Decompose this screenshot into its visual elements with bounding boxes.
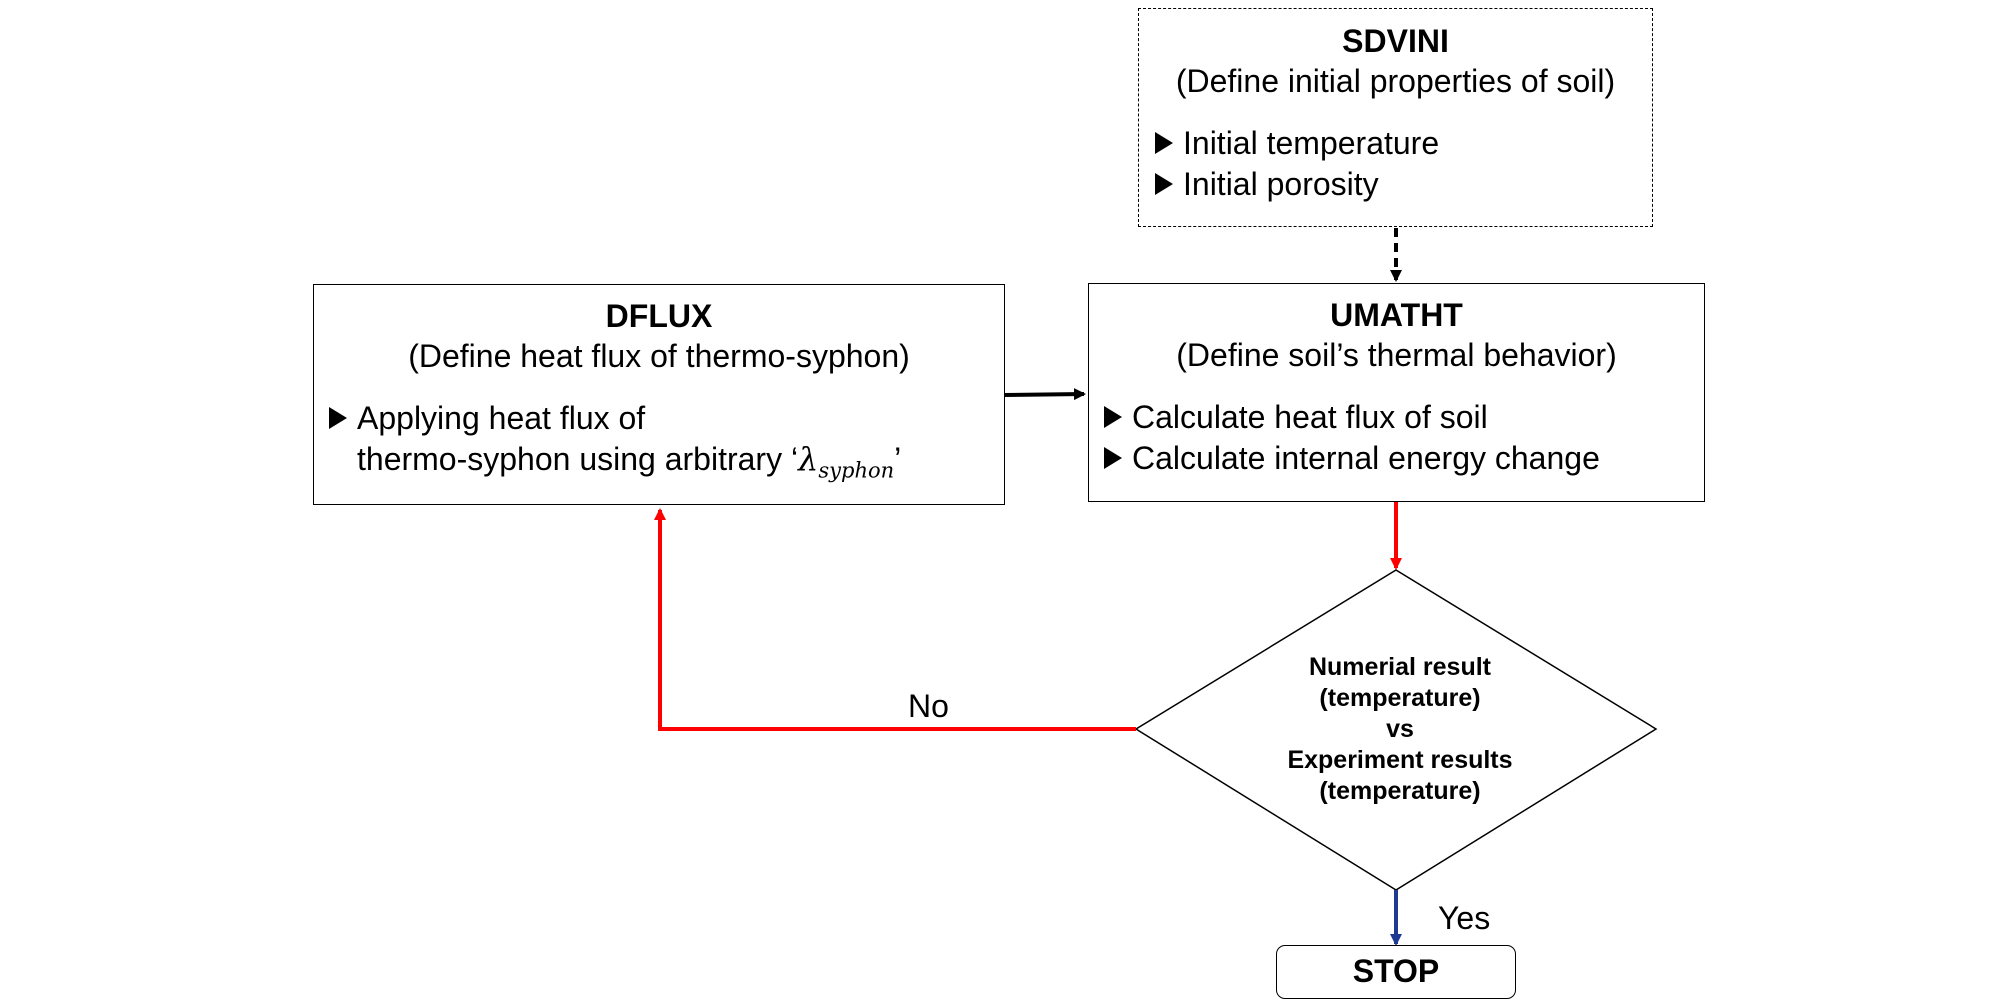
decision-text: Numerial result (temperature) vs Experim… [1240,652,1560,807]
decision-line: Experiment results [1287,746,1513,774]
dflux-bullet-item: Applying heat flux of [329,398,1004,439]
dflux-box: DFLUX (Define heat flux of thermo-syphon… [313,284,1005,505]
decision-line: vs [1386,715,1414,743]
umatht-bullet-item: Calculate internal energy change [1104,438,1704,479]
sdvini-title: SDVINI [1342,23,1449,59]
sdvini-bullet-item: Initial temperature [1155,123,1652,164]
sdvini-subtitle: (Define initial properties of soil) [1175,63,1616,99]
sdvini-box: SDVINI (Define initial properties of soi… [1138,8,1653,227]
bullet-triangle-icon [1104,406,1122,428]
lambda-subscript: syphon [818,458,895,483]
dflux-bullet-continuation: thermo-syphon using arbitrary ‘λsyphon’ [329,439,1004,491]
dflux-bullet-line1: Applying heat flux of [357,400,646,436]
arrow-no-loop [654,508,1136,731]
umatht-bullet-text: Calculate internal energy change [1132,440,1600,476]
sdvini-bullet-text: Initial temperature [1183,125,1440,161]
bullet-triangle-icon [329,407,347,429]
no-label: No [908,688,949,724]
umatht-bullets: Calculate heat flux of soil Calculate in… [1089,397,1704,479]
umatht-bullet-item: Calculate heat flux of soil [1104,397,1704,438]
arrow-dflux-to-umatht [1003,388,1086,401]
decision-line: (temperature) [1319,777,1481,805]
sdvini-bullet-item: Initial porosity [1155,164,1652,205]
sdvini-bullet-text: Initial porosity [1183,166,1379,202]
stop-terminal: STOP [1276,945,1516,999]
bullet-triangle-icon [1155,173,1173,195]
dflux-subtitle: (Define heat flux of thermo-syphon) [408,338,910,374]
dflux-bullet-line2: thermo-syphon using arbitrary ‘ [357,441,799,477]
dflux-title: DFLUX [605,298,713,334]
lambda-char: λ [798,440,819,478]
umatht-title: UMATHT [1330,297,1463,333]
bullet-triangle-icon [1155,132,1173,154]
bullet-triangle-icon [1104,447,1122,469]
sdvini-bullets: Initial temperature Initial porosity [1139,123,1652,205]
lambda-symbol: λsyphon [798,440,894,482]
umatht-bullet-text: Calculate heat flux of soil [1132,399,1488,435]
yes-label: Yes [1438,900,1491,936]
umatht-subtitle: (Define soil’s thermal behavior) [1176,337,1617,373]
dflux-bullets: Applying heat flux of thermo-syphon usin… [314,398,1004,491]
decision-line: Numerial result [1308,653,1491,681]
decision-line: (temperature) [1319,684,1481,712]
umatht-box: UMATHT (Define soil’s thermal behavior) … [1088,283,1705,502]
dflux-bullet-line2-end: ’ [894,441,902,477]
